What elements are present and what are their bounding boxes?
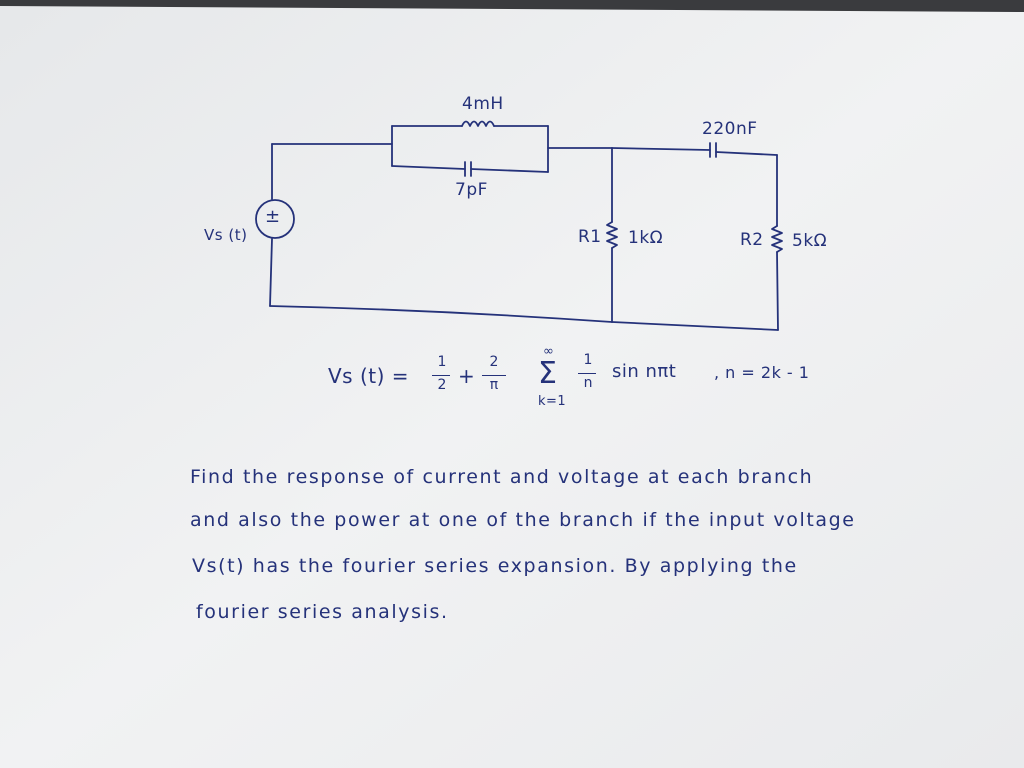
equation-lhs: Vs (t) =: [328, 364, 410, 388]
wire-source-bottom: [269, 238, 273, 307]
wire-bottom-right: [611, 321, 779, 331]
frac1-bar: [432, 375, 450, 376]
r2-label: R2: [740, 230, 764, 250]
capacitor-wire-right: [470, 168, 549, 173]
inductor-label: 4mH: [462, 94, 504, 114]
problem-line-1: Find the response of current and voltage…: [190, 466, 814, 488]
frac2-bar: [482, 375, 506, 376]
r1-label: R1: [578, 227, 602, 247]
frac1-denominator: 2: [437, 377, 447, 393]
frac3-bar: [578, 373, 596, 374]
r1-value: 1kΩ: [628, 228, 664, 248]
frac3-numerator: 1: [583, 352, 593, 368]
problem-line-4: fourier series analysis.: [196, 601, 449, 623]
sigma-symbol: Σ: [538, 356, 558, 391]
plus-sign: +: [458, 364, 476, 388]
sine-term: sin nπt: [612, 361, 677, 382]
voltage-source-circle: [255, 199, 295, 239]
problem-line-3: Vs(t) has the fourier series expansion. …: [192, 555, 798, 577]
frac3-denominator: n: [583, 375, 593, 391]
frac2-denominator: π: [489, 377, 499, 393]
r1-zigzag: [606, 221, 618, 249]
n-condition: , n = 2k - 1: [714, 363, 810, 382]
capacitor-series-label: 220nF: [702, 119, 758, 139]
problem-line-2: and also the power at one of the branch …: [190, 509, 856, 531]
r2-value: 5kΩ: [792, 231, 828, 251]
r2-zigzag: [771, 225, 783, 253]
wire-top-right-b: [715, 151, 778, 156]
source-label: Vs (t): [204, 226, 248, 244]
capacitor-parallel-label: 7pF: [455, 180, 488, 200]
wire-bottom-left: [269, 305, 613, 323]
frac1-numerator: 1: [437, 354, 447, 370]
frac2-numerator: 2: [489, 354, 499, 370]
source-polarity-symbol: ±: [265, 206, 281, 227]
sum-lower-limit: k=1: [538, 394, 567, 409]
wire-top-right-a: [611, 147, 711, 151]
inductor-coil: [461, 120, 495, 127]
capacitor-wire-left: [391, 165, 466, 170]
sum-upper-limit: ∞: [543, 344, 555, 359]
wire-r2-bottom: [776, 251, 779, 331]
